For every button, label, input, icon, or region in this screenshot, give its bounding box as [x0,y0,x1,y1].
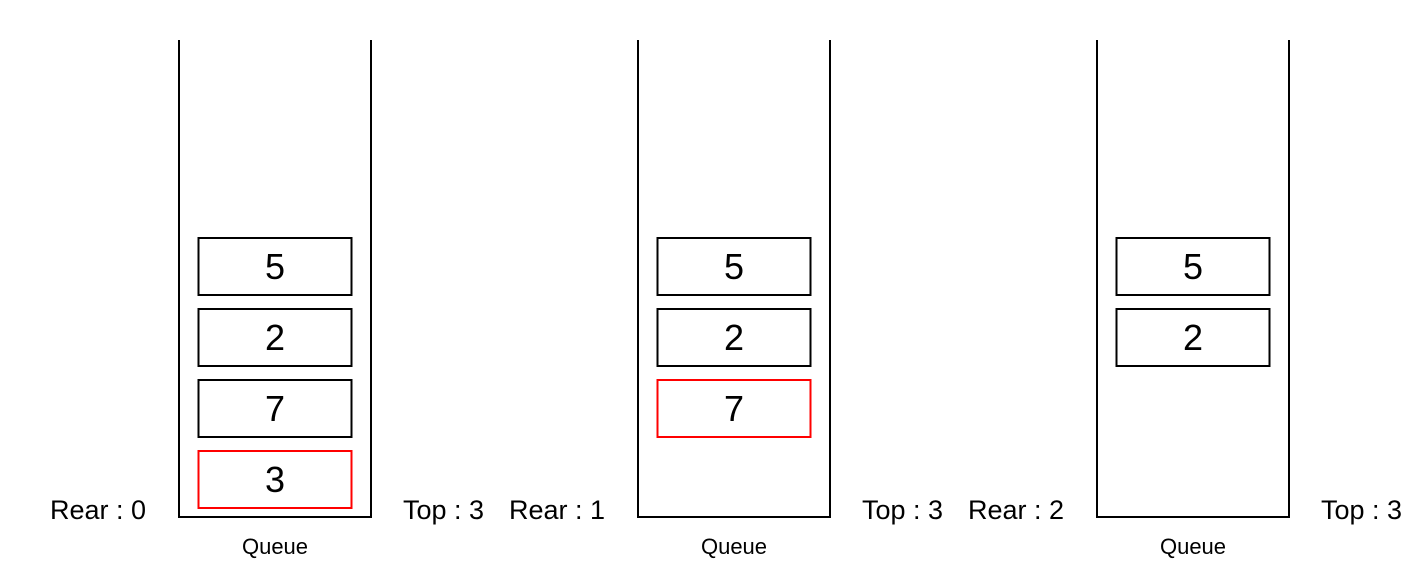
queue-caption: Queue [241,534,309,559]
top-pointer-label: Top : 3 [1321,495,1403,525]
queue-cell-highlighted: 7 [656,379,812,438]
queue-caption: Queue [700,534,768,559]
queue-cell: 5 [1115,237,1271,296]
queue-cell: 5 [197,237,353,296]
queue-cell-highlighted: 3 [197,450,353,509]
queue-cell: 7 [197,379,353,438]
rear-pointer-label: Rear : 2 [967,495,1064,525]
queue-cell: 5 [656,237,812,296]
queue-caption: Queue [1159,534,1227,559]
queue-cell: 2 [197,308,353,367]
queue-diagram-state-1: 5 2 7 3 Rear : 0 Top : 3 Queue [50,40,484,559]
queue-container-outline: 5 2 7 3 [178,40,372,518]
queue-cell: 2 [1115,308,1271,367]
top-pointer-label: Top : 3 [862,495,944,525]
queue-diagram-state-2: 5 2 7 Rear : 1 Top : 3 Queue [509,40,943,559]
rear-pointer-label: Rear : 0 [49,495,146,525]
rear-pointer-label: Rear : 1 [508,495,605,525]
queue-container-outline: 5 2 7 [637,40,831,518]
queue-cell: 2 [656,308,812,367]
top-pointer-label: Top : 3 [403,495,485,525]
